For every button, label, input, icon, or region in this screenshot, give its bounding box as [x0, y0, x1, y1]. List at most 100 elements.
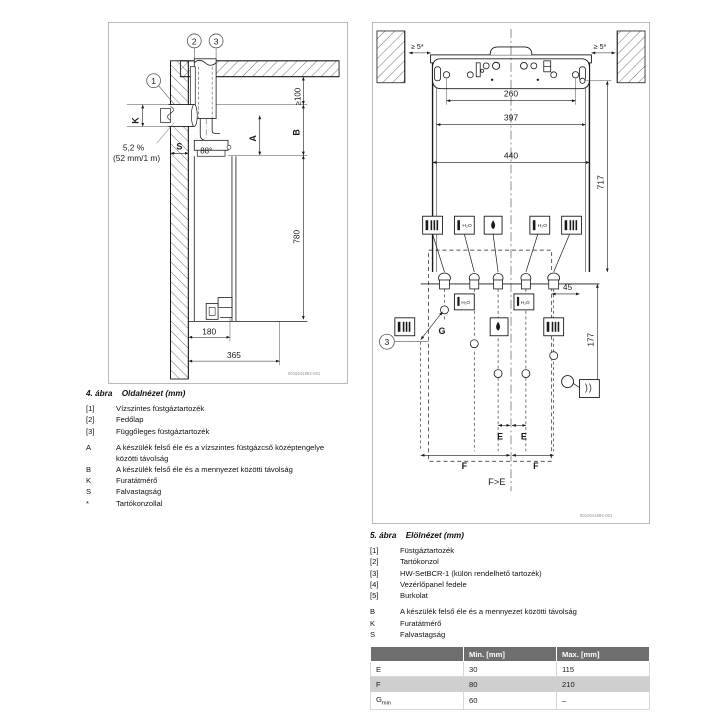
- dim-G: G: [439, 326, 446, 336]
- svg-text:H₂O: H₂O: [521, 300, 530, 305]
- legend-key: [1]: [370, 546, 379, 555]
- svg-text:H₂O: H₂O: [462, 223, 472, 229]
- table-header-cell: Max. [mm]: [556, 646, 650, 662]
- legend-item: [1] Füstgáztartozék: [370, 546, 650, 557]
- dimensions-table: Min. [mm] Max. [mm] E 30 115 F 80 210 Gm…: [370, 646, 650, 710]
- table-cell-max: 115: [556, 661, 650, 677]
- table-cell-label: F: [370, 676, 464, 692]
- legend-item: [2]Tartókonzol: [370, 557, 650, 568]
- legend-key: [3]: [370, 568, 379, 578]
- dim-flue-angle: 88°: [200, 146, 212, 155]
- table-cell-label-sub: min: [381, 700, 391, 707]
- legend-value: A készülék felső éle és a mennyezet közö…: [116, 464, 293, 474]
- legend-key: [2]: [370, 557, 379, 567]
- legend-key: K: [86, 476, 92, 486]
- legend-item: S Falvastagság: [370, 630, 650, 641]
- legend-item: [4]Vezérlőpanel fedele: [370, 580, 650, 591]
- side-view-drawing: 2 3 1 ≥100 A B K: [109, 23, 347, 383]
- caption-figure-5-title: Elölnézet (mm): [405, 531, 464, 540]
- caption-figure-4-title: Oldalnézet (mm): [121, 389, 186, 398]
- caption-figure-5: 5. ábra Elölnézet (mm): [370, 531, 464, 540]
- dim-clearance-left: ≥ 5*: [411, 42, 424, 51]
- dim-E-right: E: [521, 431, 527, 441]
- table-cell-label: Gmin: [370, 691, 464, 710]
- dim-clearance-right: ≥ 5*: [593, 42, 606, 51]
- legend-key: S: [370, 629, 376, 639]
- legend-key: B: [86, 464, 92, 474]
- figure-side-view: 2 3 1 ≥100 A B K: [108, 22, 348, 384]
- legend-value: Falvastagság: [400, 629, 446, 639]
- legend-item: B A készülék felső éle és a mennyezet köz…: [86, 465, 348, 476]
- legend-value: A készülék felső éle és a vízszintes füs…: [116, 442, 325, 463]
- callout-1-label: 1: [151, 76, 156, 86]
- legend-value: Fedőlap: [116, 415, 144, 425]
- table-header-cell: [370, 646, 464, 662]
- legend-key: A: [86, 442, 92, 452]
- dim-397: 397: [504, 113, 518, 123]
- legend-value: Furatátmérő: [116, 476, 158, 486]
- callout-3-label: 3: [214, 36, 219, 46]
- table-row: E 30 115: [370, 661, 650, 677]
- legend-item: A A készülék felső éle és a vízszintes fü…: [86, 443, 348, 465]
- drawing-id-right: 0010041884-001: [580, 513, 613, 518]
- legend-key: K: [370, 618, 376, 628]
- legend-key: B: [370, 607, 376, 617]
- legend-value: Furatátmérő: [400, 618, 442, 628]
- dim-177: 177: [586, 332, 595, 346]
- legend-value: Függőleges füstgáztartozék: [116, 426, 210, 436]
- legend-item: [3]HW-SetBCR-1 (külön rendelhető tartozé…: [370, 569, 650, 580]
- dim-780: 780: [291, 229, 301, 243]
- dim-K: K: [131, 117, 141, 124]
- table-cell-max: 210: [556, 676, 650, 692]
- table-cell-min: 30: [463, 661, 557, 677]
- legend-value: Falvastagság: [116, 487, 162, 497]
- dim-A: A: [248, 135, 258, 142]
- dim-717: 717: [595, 175, 605, 190]
- table-cell-min: 60: [463, 691, 557, 710]
- caption-figure-5-number: 5. ábra: [370, 531, 397, 540]
- legend-key: [2]: [86, 415, 95, 425]
- table-header-cell: Min. [mm]: [463, 646, 557, 662]
- legend-figure-5: [1] Füstgáztartozék [2]Tartókonzol [3]HW-…: [370, 546, 650, 641]
- table-cell-min: 80: [463, 676, 557, 692]
- dim-440: 440: [504, 150, 518, 160]
- svg-text:H₂O: H₂O: [461, 300, 470, 305]
- figure-front-view: ≥ 5* ≥ 5* 260 397 440 717: [372, 22, 650, 524]
- legend-value: Burkolat: [400, 591, 428, 601]
- legend-value: Füstgáztartozék: [400, 546, 455, 555]
- note-f-greater-e: F>E: [488, 477, 505, 487]
- dim-260: 260: [504, 89, 518, 99]
- svg-text:H₂O: H₂O: [538, 223, 548, 229]
- dim-slope-percent: 5,2 %: [123, 142, 145, 152]
- legend-key: *: [86, 498, 89, 508]
- legend-key: [3]: [86, 426, 95, 436]
- table-cell-max: –: [556, 691, 650, 710]
- table-row: Gmin 60 –: [370, 691, 650, 710]
- legend-item: [5] Burkolat: [370, 591, 650, 602]
- legend-item: * Tartókonzollal: [86, 499, 348, 510]
- callout-2-label: 2: [192, 36, 197, 46]
- table-cell-label: E: [370, 661, 464, 677]
- legend-item: [3] Függőleges füstgáztartozék: [86, 427, 348, 438]
- table-row: F 80 210: [370, 676, 650, 692]
- legend-key: [4]: [370, 579, 379, 589]
- dim-slope-ratio: (52 mm/1 m): [113, 153, 160, 163]
- legend-value: Tartókonzollal: [116, 498, 163, 508]
- caption-figure-4-number: 4. ábra: [86, 389, 113, 398]
- legend-key: [5]: [370, 591, 379, 601]
- dim-B: B: [291, 129, 301, 136]
- callout-3-right-label: 3: [385, 337, 390, 347]
- legend-figure-4: [1]Vízszintes füstgáztartozék [2] Fedőlap…: [86, 404, 348, 510]
- legend-item: K Furatátmérő: [86, 476, 348, 487]
- legend-item: K Furatátmérő: [370, 619, 650, 630]
- table-cell-label-text: G: [376, 694, 382, 704]
- legend-item: [2] Fedőlap: [86, 415, 348, 426]
- caption-figure-4: 4. ábra Oldalnézet (mm): [86, 389, 185, 398]
- legend-item: [1]Vízszintes füstgáztartozék: [86, 404, 348, 415]
- dim-S: S: [176, 141, 182, 151]
- dim-E-left: E: [497, 431, 503, 441]
- dim-ceiling-clearance: ≥100: [293, 87, 302, 105]
